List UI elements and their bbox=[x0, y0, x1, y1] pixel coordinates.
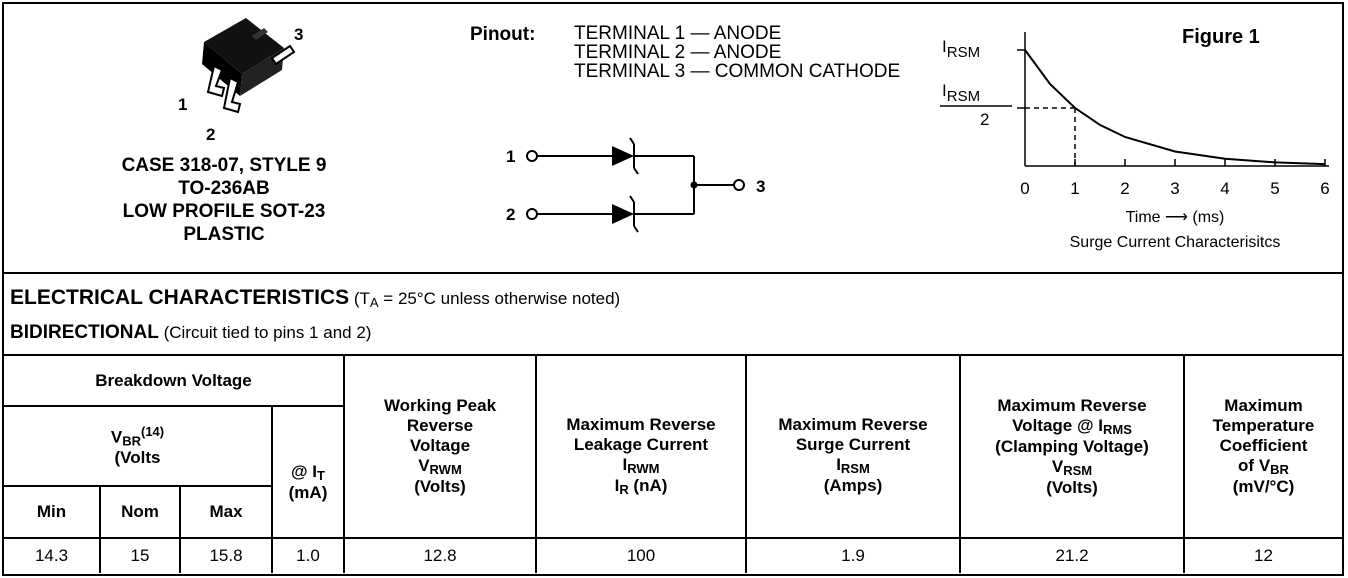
vrsm-cell: 21.2 bbox=[959, 537, 1185, 573]
pinout-line: TERMINAL 3 — COMMON CATHODE bbox=[574, 61, 901, 82]
header-unit: IR (nA) bbox=[614, 475, 668, 497]
ec-subheading: BIDIRECTIONAL (Circuit tied to pins 1 an… bbox=[10, 322, 371, 344]
sot23-package-drawing: 1 2 3 bbox=[178, 18, 303, 144]
vbr-header: VBR(14) (Volts bbox=[4, 405, 273, 487]
header-symbol: IRSM bbox=[836, 455, 870, 476]
x-tick-label: 2 bbox=[1120, 179, 1129, 198]
temp-coeff-cell: 12 bbox=[1183, 537, 1342, 573]
x-tick-label: 3 bbox=[1170, 179, 1179, 198]
max-header: Max bbox=[179, 485, 272, 539]
case-line: LOW PROFILE SOT-23 bbox=[122, 201, 326, 222]
pinout-line: TERMINAL 2 — ANODE bbox=[574, 42, 782, 63]
header-unit: (Volts) bbox=[414, 477, 466, 496]
figure-title: Figure 1 bbox=[1182, 26, 1260, 48]
header-line: Voltage @ IRMS bbox=[1012, 415, 1132, 437]
it-cell: 1.0 bbox=[271, 537, 345, 573]
bidirectional-title: BIDIRECTIONAL bbox=[10, 322, 159, 343]
header-line: Maximum Reverse bbox=[778, 415, 928, 434]
bidirectional-cond: (Circuit tied to pins 1 and 2) bbox=[163, 323, 372, 342]
case-line: CASE 318-07, STYLE 9 bbox=[121, 155, 327, 176]
decay-curve bbox=[1024, 49, 1326, 166]
irsm-cell: 1.9 bbox=[745, 537, 961, 573]
header-line: Working Peak bbox=[383, 396, 497, 415]
header-line: Maximum Reverse bbox=[997, 395, 1147, 415]
clamping-voltage-header: Maximum Reverse Voltage @ IRMS (Clamping… bbox=[959, 356, 1185, 539]
ec-cond-sub: A bbox=[369, 295, 379, 310]
header-section: 1 2 3 CASE 318-07, STYLE 9 TO-236AB LOW … bbox=[4, 4, 1342, 274]
temp-coefficient-header: Maximum Temperature Coefficient of VBR (… bbox=[1183, 356, 1342, 539]
case-line: PLASTIC bbox=[183, 224, 265, 245]
header-line: Temperature bbox=[1212, 416, 1315, 435]
specs-table: Breakdown Voltage Working Peak Reverse V… bbox=[4, 356, 1342, 573]
ec-cond-post: = 25°C unless otherwise noted) bbox=[378, 289, 621, 308]
pinout-line: TERMINAL 1 — ANODE bbox=[574, 23, 782, 44]
pkg-pin-1: 1 bbox=[178, 95, 187, 114]
min-header: Min bbox=[4, 485, 101, 539]
header-unit: (Volts) bbox=[1046, 477, 1098, 497]
nom-header: Nom bbox=[99, 485, 181, 539]
table-row: 14.3 15 15.8 1.0 12.8 100 1.9 21.2 12 bbox=[4, 537, 1342, 573]
ec-heading: ELECTRICAL CHARACTERISTICS (TA = 25°C un… bbox=[10, 286, 620, 310]
vbr-max-cell: 15.8 bbox=[179, 537, 273, 573]
case-line: TO-236AB bbox=[178, 178, 270, 199]
electrical-characteristics-section: ELECTRICAL CHARACTERISTICS (TA = 25°C un… bbox=[4, 274, 1342, 356]
vbr-nom-cell: 15 bbox=[99, 537, 181, 573]
test-current-unit: (mA) bbox=[288, 482, 328, 502]
x-tick-label: 0 bbox=[1020, 179, 1029, 198]
package-description: CASE 318-07, STYLE 9 TO-236AB LOW PROFIL… bbox=[64, 154, 384, 246]
header-line: Voltage bbox=[409, 436, 471, 455]
header-unit: (mV/°C) bbox=[1232, 477, 1295, 496]
pinout-label: Pinout: bbox=[470, 24, 536, 45]
working-peak-header: Working Peak Reverse Voltage VRWM (Volts… bbox=[343, 356, 537, 539]
breakdown-voltage-header: Breakdown Voltage bbox=[4, 356, 345, 407]
x-tick-label: 4 bbox=[1220, 179, 1229, 198]
y-top-label: IRSM bbox=[942, 37, 980, 61]
surge-current-header: Maximum Reverse Surge Current IRSM (Amps… bbox=[745, 356, 961, 539]
node-label-1: 1 bbox=[506, 147, 515, 166]
header-line: Surge Current bbox=[795, 435, 911, 454]
header-line: Maximum Reverse bbox=[566, 414, 716, 434]
header-symbol: of VBR bbox=[1238, 456, 1289, 477]
x-tick-label: 6 bbox=[1320, 179, 1329, 198]
irwm-cell: 100 bbox=[535, 537, 747, 573]
ec-title: ELECTRICAL CHARACTERISTICS bbox=[10, 286, 350, 309]
circuit-schematic: 1 2 3 bbox=[506, 137, 765, 233]
vrwm-cell: 12.8 bbox=[343, 537, 537, 573]
test-current-header: @ IT (mA) bbox=[271, 405, 344, 539]
chart-plot-area bbox=[1017, 32, 1329, 167]
node-label-2: 2 bbox=[506, 205, 515, 224]
vbr-min-cell: 14.3 bbox=[4, 537, 101, 573]
header-line: Coefficient bbox=[1219, 436, 1308, 455]
vbr-unit: (Volts bbox=[114, 448, 161, 468]
x-tick-label: 5 bbox=[1270, 179, 1279, 198]
ec-cond-pre: (T bbox=[353, 289, 370, 308]
header-line: (Clamping Voltage) bbox=[995, 436, 1149, 456]
node-label-3: 3 bbox=[756, 177, 765, 196]
x-axis-label: Time ⟶ (ms) bbox=[1126, 209, 1225, 226]
header-symbol: IRWM bbox=[622, 454, 660, 476]
leakage-current-header: Maximum Reverse Leakage Current IRWM IR … bbox=[535, 356, 747, 539]
header-unit: (Amps) bbox=[823, 476, 883, 495]
x-tick-labels: 0 1 2 3 4 5 6 bbox=[1020, 179, 1329, 198]
y-mid-denominator: 2 bbox=[980, 110, 989, 129]
header-line: Reverse bbox=[406, 416, 474, 435]
header-symbol: VRSM bbox=[1051, 456, 1093, 478]
pkg-pin-2: 2 bbox=[206, 125, 215, 144]
header-line: Maximum bbox=[1224, 396, 1303, 415]
x-tick-label: 1 bbox=[1070, 179, 1079, 198]
y-mid-label: IRSM bbox=[942, 81, 980, 105]
pkg-pin-3: 3 bbox=[294, 25, 303, 44]
pinout-list: TERMINAL 1 — ANODE TERMINAL 2 — ANODE TE… bbox=[574, 24, 900, 81]
header-line: Leakage Current bbox=[573, 434, 709, 454]
header-symbol: VRWM bbox=[418, 456, 462, 477]
surge-current-chart: IRSM IRSM 2 0 1 2 3 4 5 6 Time ⟶ (ms) Surge Cu… bbox=[940, 32, 1330, 251]
chart-caption: Surge Current Characterisitcs bbox=[1070, 234, 1281, 251]
